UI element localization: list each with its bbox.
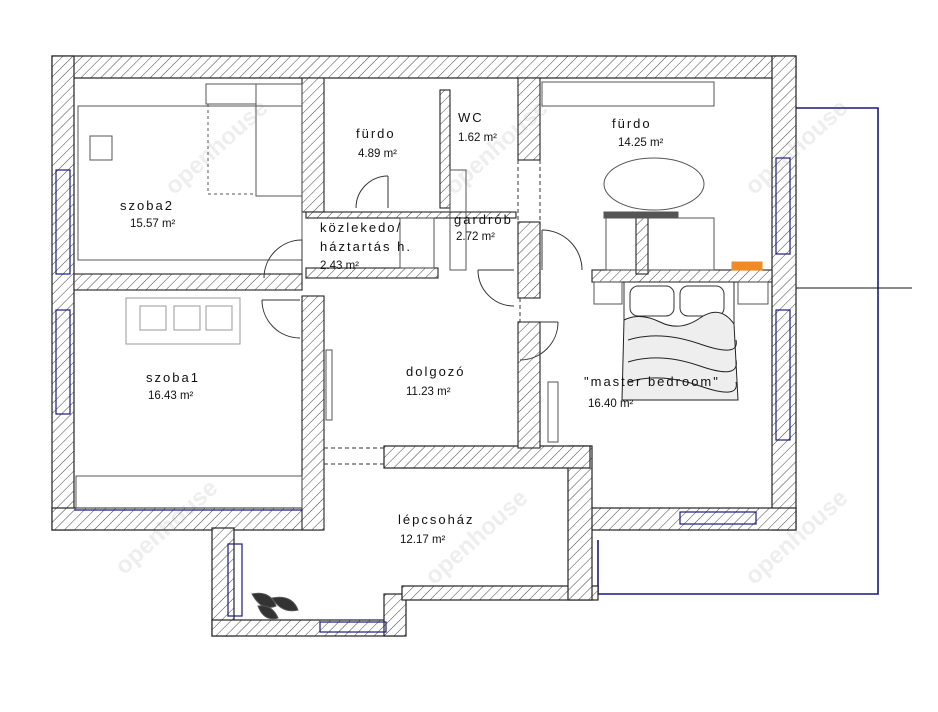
- room-area-lepcsohaz: 12.17 m²: [400, 534, 446, 546]
- room-name-kozlekedo: közlekedo/: [320, 220, 403, 235]
- room-name-szoba2: szoba2: [120, 198, 174, 213]
- room-area-wc: 1.62 m²: [458, 132, 497, 144]
- room-name-gardrob: gardrób: [454, 212, 513, 227]
- terrace-outline: [597, 107, 879, 595]
- room-area-master: 16.40 m²: [588, 398, 634, 410]
- room-name-furdo-small: fürdo: [356, 126, 396, 141]
- room-name-lepcsohaz: lépcsoház: [398, 512, 475, 527]
- room-name-master: "master bedroom": [584, 374, 720, 389]
- furniture: [75, 81, 769, 620]
- doors: [261, 175, 583, 361]
- room-area-gardrob: 2.72 m²: [456, 231, 495, 243]
- room-name-wc: WC: [458, 110, 484, 125]
- room-name-furdo-large: fürdo: [612, 116, 652, 131]
- room-area-szoba2: 15.57 m²: [130, 218, 176, 230]
- room-area-dolgozo: 11.23 m²: [406, 386, 451, 398]
- room-area-furdo-small: 4.89 m²: [358, 148, 397, 160]
- room-area-furdo-large: 14.25 m²: [618, 137, 664, 149]
- room-name-dolgozo: dolgozó: [406, 364, 466, 379]
- openings: [324, 160, 541, 465]
- room-area-kozlekedo: 2.43 m²: [320, 260, 359, 272]
- room-name-kozlekedo-2: háztartás h.: [320, 239, 412, 254]
- room-area-szoba1: 16.43 m²: [148, 390, 194, 402]
- windows: [55, 157, 791, 633]
- room-name-szoba1: szoba1: [146, 370, 200, 385]
